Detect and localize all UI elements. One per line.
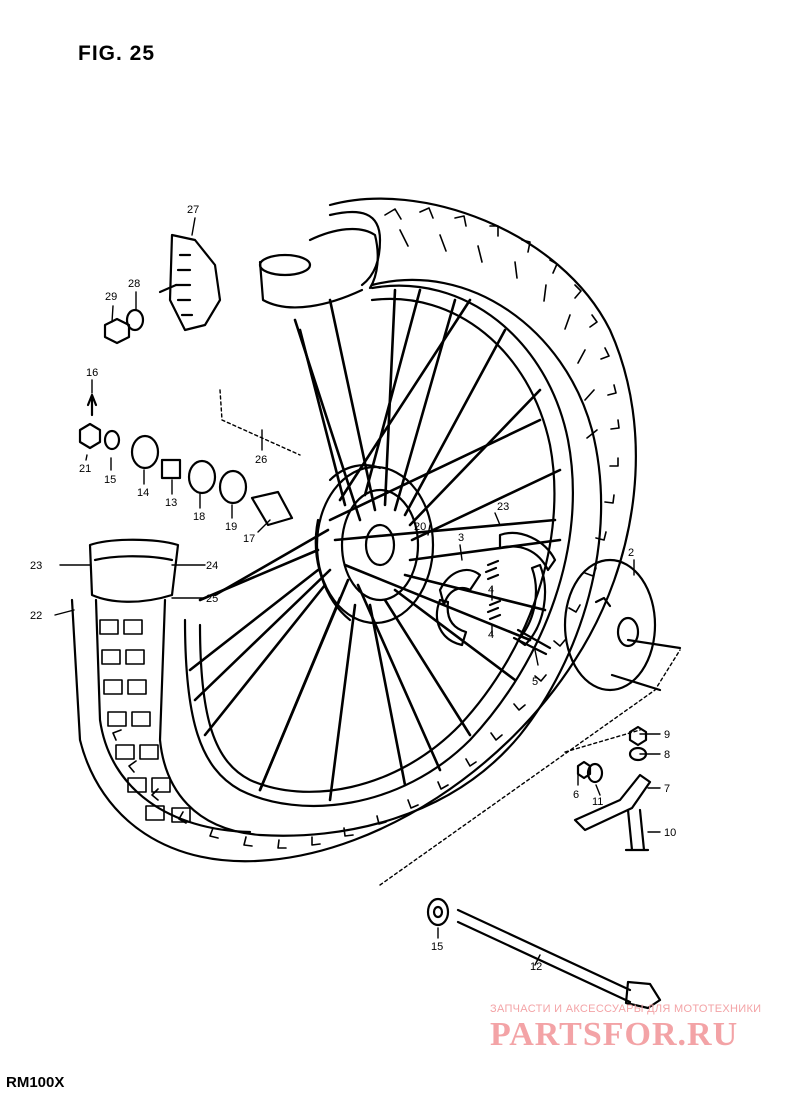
hub	[314, 464, 435, 625]
callout-15-hub: 15	[104, 474, 116, 486]
callout-17: 17	[243, 533, 255, 545]
callout-27: 27	[187, 204, 199, 216]
callout-23-brake: 23	[497, 501, 509, 513]
callout-13: 13	[165, 497, 177, 509]
callout-10: 10	[664, 827, 676, 839]
callout-16: 16	[86, 367, 98, 379]
callout-20: 20	[414, 521, 426, 533]
callout-labels: 27 28 29 16 21 15 14 13 18 19 26 17 20 3…	[30, 204, 676, 973]
callout-18: 18	[193, 511, 205, 523]
left-hardware	[78, 308, 294, 527]
axle	[426, 897, 662, 1010]
callout-2: 2	[628, 547, 634, 559]
callout-19: 19	[225, 521, 237, 533]
callout-4-upper: 4	[488, 584, 494, 596]
callout-7: 7	[664, 783, 670, 795]
callout-23: 23	[30, 560, 42, 572]
right-hardware	[573, 725, 652, 852]
callout-26: 26	[255, 454, 267, 466]
callout-15-axle: 15	[431, 941, 443, 953]
tire	[70, 197, 637, 863]
callout-3: 3	[458, 532, 464, 544]
watermark-caption: ЗАПЧАСТИ И АКСЕССУАРЫ ДЛЯ МОТОТЕХНИКИ	[490, 1003, 762, 1015]
watermark-logo: PARTSFOR.RU	[490, 1016, 739, 1053]
spokes	[188, 288, 562, 802]
callout-25: 25	[206, 593, 218, 605]
callout-6: 6	[573, 789, 579, 801]
callout-28: 28	[128, 278, 140, 290]
callout-11: 11	[592, 796, 603, 808]
callout-21: 21	[79, 463, 91, 475]
brake-shoes	[435, 531, 557, 656]
tube	[88, 227, 379, 603]
callout-4-lower: 4	[488, 629, 494, 641]
brake-panel	[563, 558, 682, 692]
callout-29: 29	[105, 291, 117, 303]
callout-12: 12	[530, 961, 542, 973]
sprocket	[158, 233, 222, 332]
tire-tread	[99, 207, 620, 849]
callout-5: 5	[532, 676, 538, 688]
callout-8: 8	[664, 749, 670, 761]
model-label: RM100X	[6, 1074, 65, 1091]
rim	[183, 284, 574, 808]
leader-lines	[54, 217, 661, 966]
callout-22: 22	[30, 610, 42, 622]
figure-title: FIG. 25	[78, 42, 156, 65]
callout-14: 14	[137, 487, 149, 499]
callout-9: 9	[664, 729, 670, 741]
callout-24: 24	[206, 560, 218, 572]
reference-lines	[219, 389, 681, 886]
